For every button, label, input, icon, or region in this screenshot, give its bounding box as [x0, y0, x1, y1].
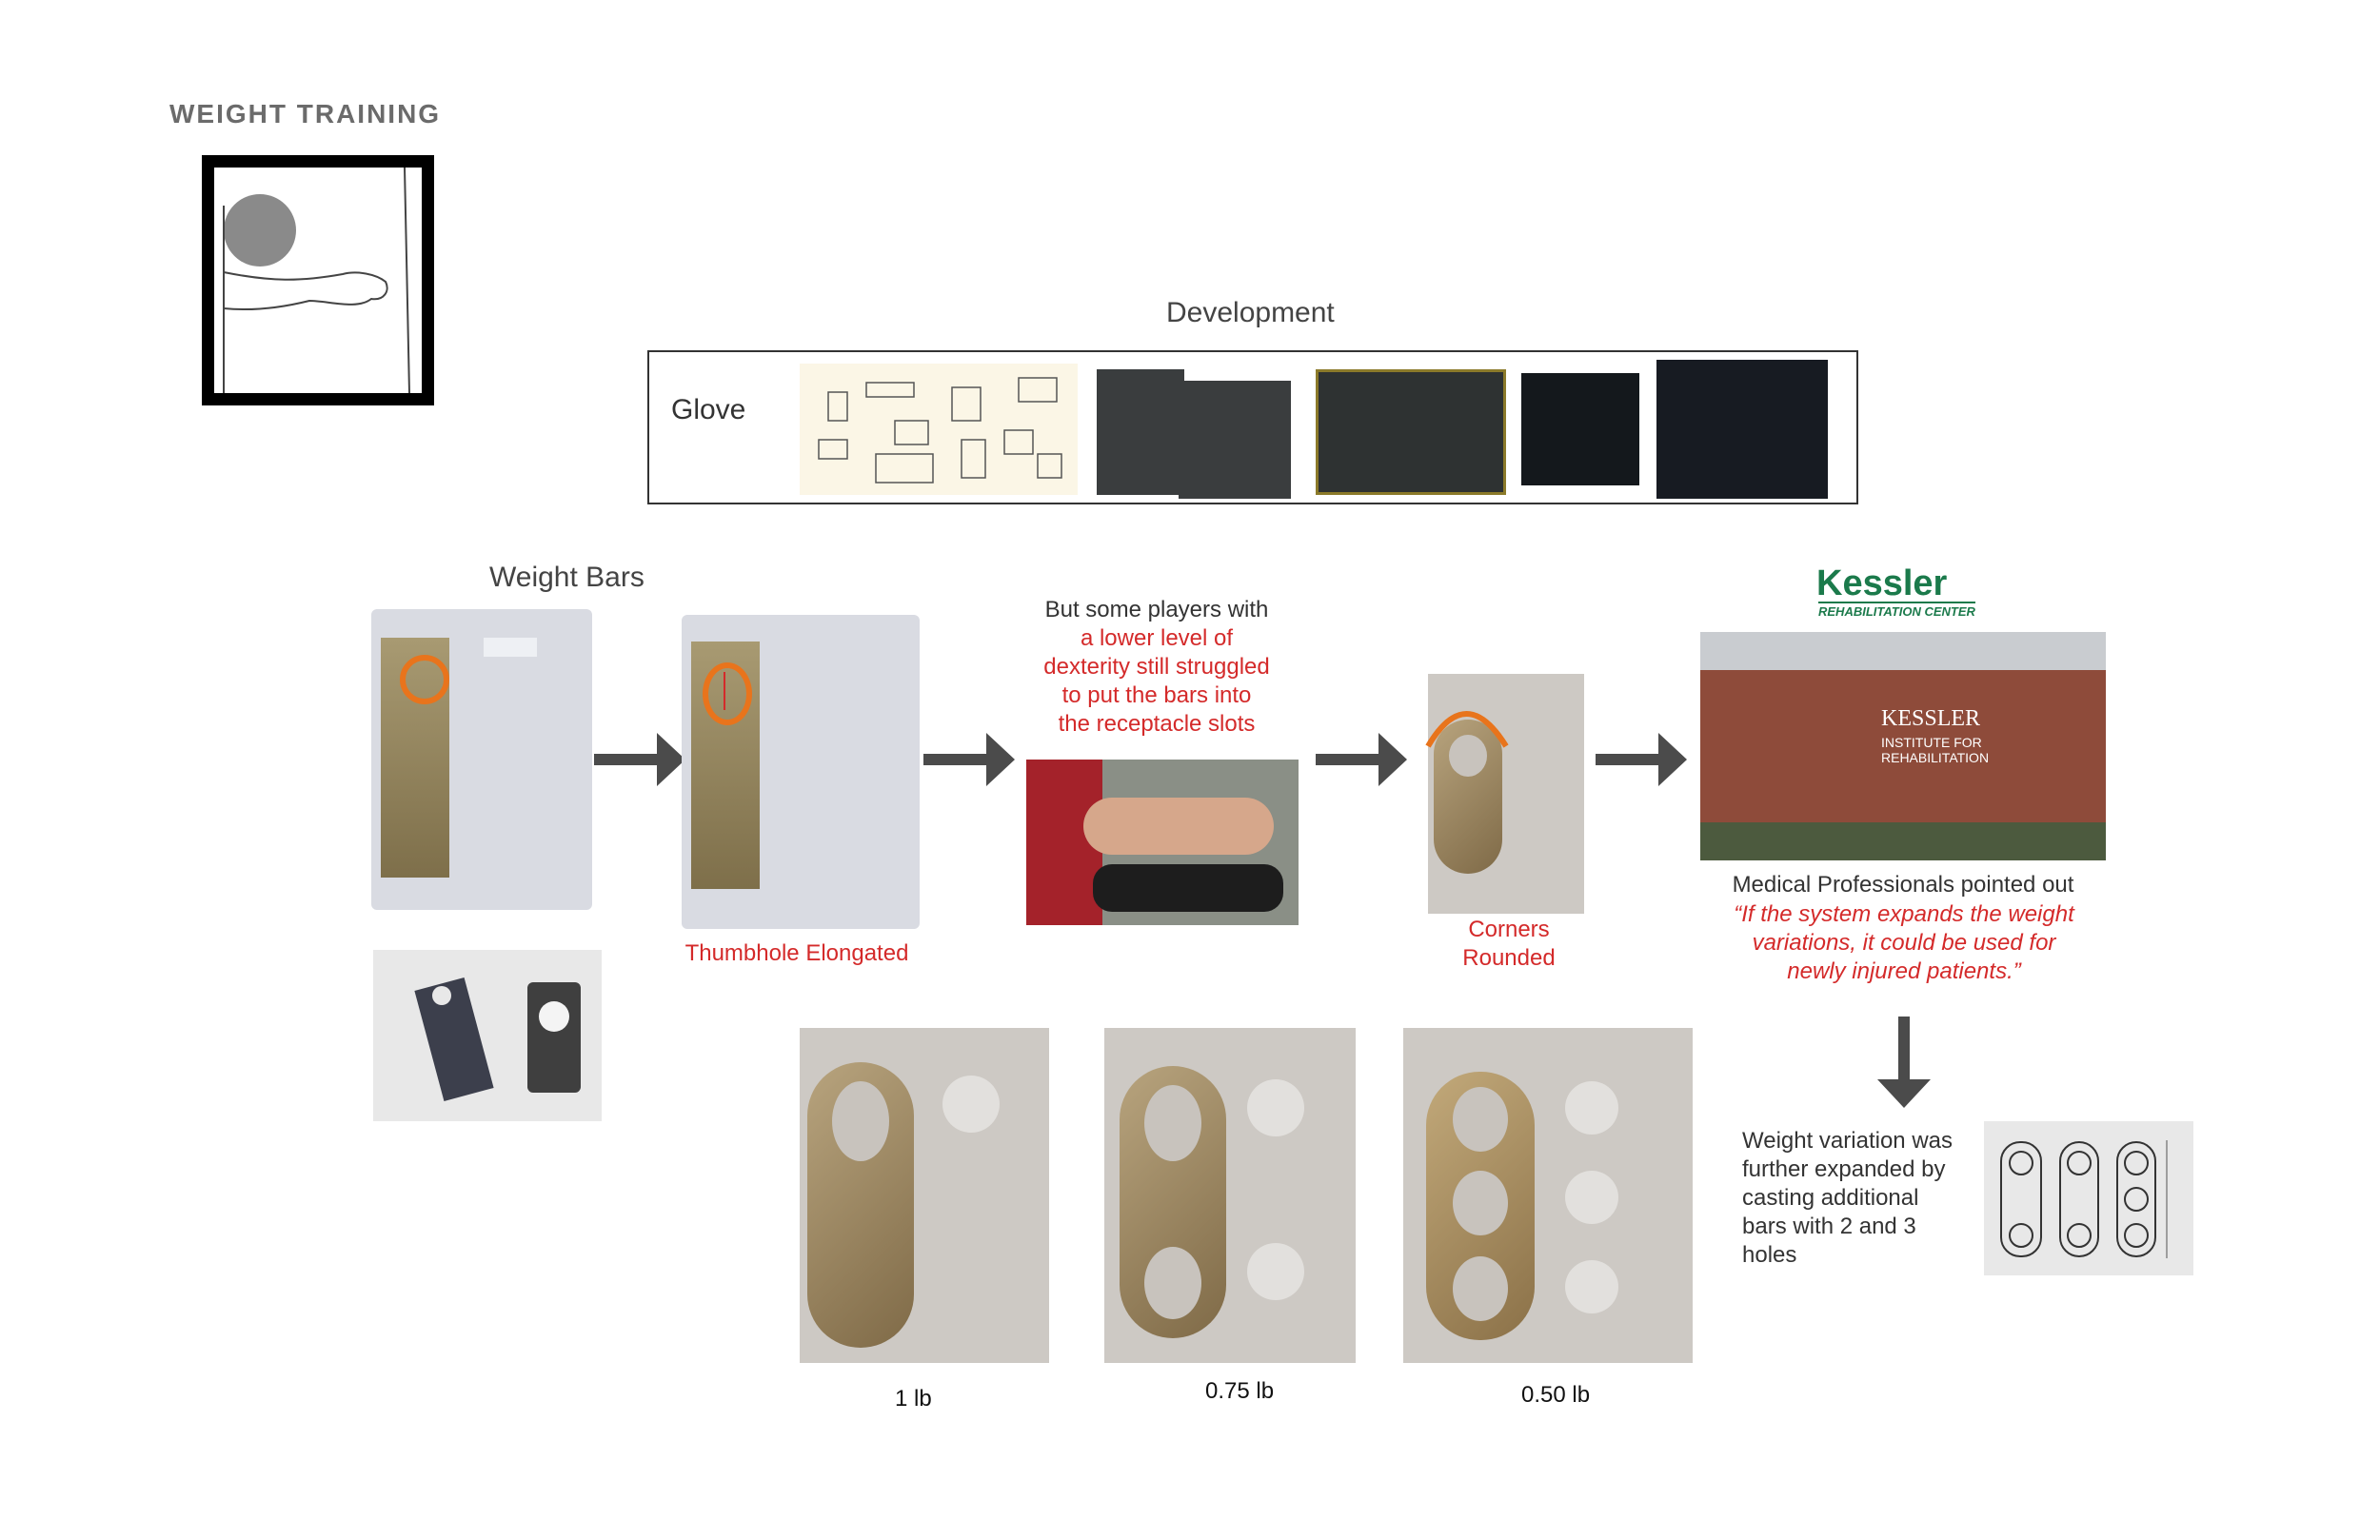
- quote-line: newly injured patients.”: [1787, 958, 2021, 984]
- medical-quote: “If the system expands the weight variat…: [1695, 900, 2113, 986]
- arrow-down-icon: [1877, 1017, 1931, 1108]
- development-box: [647, 350, 1858, 504]
- mold-photo-2: [682, 615, 920, 929]
- cad-drawing-image: [373, 950, 602, 1121]
- hole: [1449, 735, 1487, 777]
- kessler-building-photo: KESSLER INSTITUTE FOR REHABILITATION: [1700, 632, 2106, 860]
- hole: [1144, 1085, 1201, 1161]
- weight-label-050lb: 0.50 lb: [1521, 1382, 1591, 1408]
- hole: [1144, 1247, 1201, 1319]
- kessler-logo: Kessler: [1816, 563, 1948, 603]
- rounded-weight-bar: [1434, 720, 1502, 874]
- elongated-thumbhole-icon: [703, 662, 752, 725]
- cast-bar: [1426, 1072, 1535, 1340]
- rounded-corner-arc-icon: [1425, 711, 1509, 748]
- glove-sketches-image: [800, 364, 1078, 495]
- peg: [942, 1076, 1000, 1133]
- variation-text-line: holes: [1742, 1242, 1797, 1268]
- corners-caption-line: Corners: [1468, 917, 1550, 942]
- medical-note: Medical Professionals pointed out: [1732, 872, 2074, 898]
- peg: [1565, 1171, 1618, 1224]
- hole: [832, 1081, 889, 1161]
- glove-prototype-1-image: [1097, 369, 1184, 495]
- sign-line: INSTITUTE FOR: [1881, 735, 1982, 750]
- corners-caption: Corners Rounded: [1428, 916, 1590, 973]
- variation-text-line: Weight variation was: [1742, 1128, 1953, 1154]
- glove-label: Glove: [671, 394, 746, 425]
- struggle-text-line: a lower level of: [1080, 625, 1234, 651]
- struggle-text: But some players with a lower level of d…: [1019, 596, 1295, 739]
- quote-line: “If the system expands the weight: [1734, 901, 2074, 927]
- glove-prototype-3-image: [1316, 369, 1506, 495]
- sign-line: REHABILITATION: [1881, 750, 1990, 765]
- arrow-right-icon: [1596, 733, 1687, 786]
- weight-label-1lb: 1 lb: [895, 1386, 932, 1412]
- cast-bar: [807, 1062, 914, 1348]
- glove-prototype-5-image: [1656, 360, 1828, 499]
- variation-text-line: further expanded by: [1742, 1156, 1946, 1182]
- hole: [1453, 1256, 1508, 1321]
- double-arrow-icon: [724, 672, 725, 710]
- peg: [1247, 1079, 1304, 1136]
- glove: [1093, 864, 1283, 912]
- player-hand-photo: [1026, 760, 1299, 925]
- peg: [1565, 1260, 1618, 1313]
- section-title: WEIGHT TRAINING: [169, 99, 442, 128]
- hole: [1453, 1171, 1508, 1235]
- arrow-right-icon: [923, 733, 1015, 786]
- struggle-text-line: But some players with: [1044, 597, 1269, 622]
- multi-hole-drawing-image: [1984, 1121, 2193, 1275]
- glove-prototype-4-image: [1521, 373, 1639, 485]
- weight-training-figure: [202, 155, 434, 405]
- hand: [1083, 798, 1274, 855]
- arrow-right-icon: [594, 733, 685, 786]
- struggle-text-line: to put the bars into: [1061, 682, 1252, 708]
- cast-photo-075lb: [1104, 1028, 1356, 1363]
- rounded-corners-photo: [1425, 674, 1584, 914]
- struggle-text-line: dexterity still struggled: [1043, 654, 1270, 680]
- thumbhole-caption: Thumbhole Elongated: [684, 940, 909, 966]
- kessler-logo-subtitle: REHABILITATION CENTER: [1818, 602, 1975, 619]
- quote-line: variations, it could be used for: [1752, 930, 2056, 956]
- slot: [484, 638, 537, 657]
- cast-photo-1lb: [800, 1028, 1049, 1363]
- mold-photo-1: [371, 609, 592, 910]
- variation-text-line: casting additional: [1742, 1185, 1919, 1211]
- weight-bars-heading: Weight Bars: [489, 562, 645, 593]
- cast-bar: [1120, 1066, 1226, 1338]
- corners-caption-line: Rounded: [1462, 945, 1556, 971]
- peg: [1565, 1081, 1618, 1135]
- ground: [1700, 822, 2106, 860]
- struggle-text-line: the receptacle slots: [1058, 711, 1256, 737]
- sign-line: KESSLER: [1881, 706, 1981, 731]
- hole: [1453, 1087, 1508, 1152]
- peg: [1247, 1243, 1304, 1300]
- development-heading: Development: [1166, 297, 1335, 328]
- thumbhole-highlight-icon: [400, 655, 449, 704]
- cast-photo-050lb: [1403, 1028, 1693, 1363]
- weight-variation-text: Weight variation was further expanded by…: [1742, 1127, 1980, 1270]
- arm-figure-icon: [223, 167, 410, 394]
- sky: [1700, 632, 2106, 670]
- arrow-right-icon: [1316, 733, 1407, 786]
- variation-text-line: bars with 2 and 3: [1742, 1214, 1916, 1239]
- glove-prototype-2-image: [1179, 381, 1291, 499]
- weight-label-075lb: 0.75 lb: [1205, 1378, 1275, 1404]
